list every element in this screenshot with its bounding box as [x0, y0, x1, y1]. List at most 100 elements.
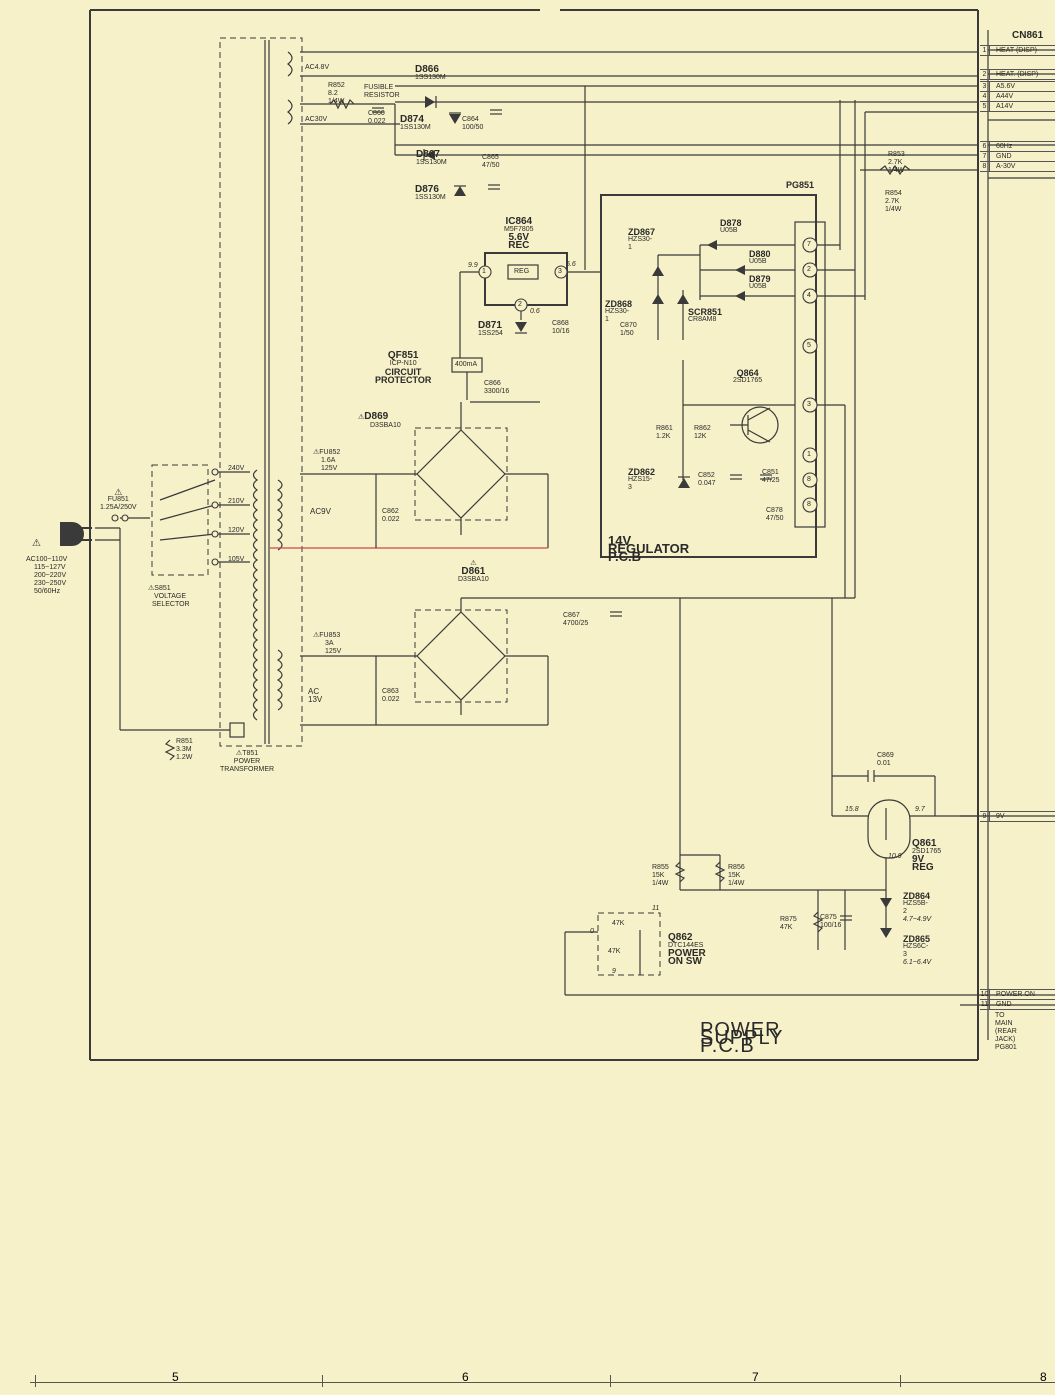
zd868-part: HZS30-1: [605, 308, 630, 323]
t851-name: POWER: [233, 758, 261, 765]
t851-name: TRANSFORMER: [220, 766, 275, 773]
fu852-value: 1.6A 125V: [321, 457, 338, 472]
scr851-label: SCR851 CR8AM8: [688, 308, 722, 324]
q864-label: Q864 2SD1765: [733, 369, 762, 385]
r853-label: R853 2.7K 1/4W: [888, 151, 905, 175]
voltage-line: 50/60Hz: [34, 588, 61, 595]
cn861-pin-number: 7: [980, 152, 990, 161]
mains-voltage-list: AC100~110V 115~127V 200~220V 230~250V 50…: [26, 556, 67, 596]
voltage-line: 230~250V: [34, 580, 67, 587]
ic864-label: IC864 M5F7805 5.6V REC: [504, 216, 534, 251]
c864-label: C864 100/50: [462, 116, 483, 132]
r856-label: R856 15K 1/4W: [728, 864, 745, 888]
qf851-name: CIRCUIT: [384, 367, 422, 377]
mains-plug-icon: [60, 522, 92, 546]
r851-value: 3.3M: [176, 746, 192, 753]
q861-vc: 15.8: [845, 806, 859, 813]
c878-label: C878 47/50: [766, 507, 784, 523]
q864-ref: Q864: [736, 368, 759, 378]
ic864-box-label: REG: [514, 268, 530, 275]
q861-function: 9V REG: [912, 854, 934, 873]
fusible-line: FUSIBLE: [364, 84, 394, 91]
ic864-vgnd: 0.6: [530, 308, 540, 315]
r861-ref: R861: [656, 425, 673, 432]
c875-label: C875 100/16: [820, 914, 841, 930]
r851-label: R851 3.3M 1.2W: [176, 738, 193, 762]
d869-label: ⚠D869 D3SBA10: [358, 412, 401, 430]
r862-ref: R862: [694, 425, 711, 432]
pg851-pin-8a: 8: [807, 476, 811, 483]
zd868-ref: ZD868: [605, 299, 633, 309]
ic864-pin-gnd: 2: [518, 301, 522, 308]
pg851-pin-4: 4: [807, 292, 811, 299]
c867-ref: C867: [563, 612, 580, 619]
c866-ref: C866: [484, 380, 501, 387]
c860-ref: C860: [368, 110, 385, 117]
pg851-pin-3: 3: [807, 401, 811, 408]
c869-value: 0.01: [877, 760, 891, 767]
d871-part: 1SS254: [478, 330, 503, 337]
tap-105v: 105V: [228, 556, 245, 563]
d869-bridge-box: [414, 427, 508, 521]
r875-value: 47K: [780, 924, 793, 931]
d866-ref: D866: [415, 64, 439, 75]
q862-part: DTC144ES: [668, 942, 704, 949]
fu853-ref: FU853: [319, 632, 341, 639]
d869-bridge-rectifier: [416, 429, 506, 519]
c865-value: 47/50: [482, 162, 500, 169]
note-line: TO: [995, 1012, 1005, 1019]
transformer-dashed-box: [219, 37, 303, 747]
d869-part: D3SBA10: [370, 422, 401, 429]
ic864-vout: 5.6: [566, 261, 576, 268]
voltage-line: 115~127V: [34, 564, 66, 571]
d866-part: 1SS130M: [415, 74, 446, 81]
c862-ref: C862: [382, 508, 399, 515]
c851-value: 47/25: [762, 477, 780, 484]
r861-label: R861 1.2K: [656, 425, 673, 441]
r851-ref: R851: [176, 738, 193, 745]
pg851-pin-2: 2: [807, 266, 811, 273]
cn861-pin-number: 1: [980, 46, 990, 55]
d874-part: 1SS130M: [400, 124, 431, 131]
warning-icon: ⚠: [235, 750, 243, 757]
cn861-title: CN861: [1012, 30, 1044, 41]
cn861-pin-number: 8: [980, 162, 990, 171]
r875-label: R875 47K: [780, 916, 797, 932]
qf851-label: QF851 ICP-N10 CIRCUIT PROTECTOR: [375, 351, 431, 385]
qf851-part: ICP-N10: [389, 360, 417, 367]
s851-name: SELECTOR: [152, 601, 190, 608]
tap-120v: 120V: [228, 527, 245, 534]
d867-ref: D867: [416, 149, 440, 160]
fu851-label: ⚠ FU851 1.25A/250V: [100, 488, 137, 512]
cn861-pin-number: 6: [980, 142, 990, 151]
r854-value: 2.7K: [885, 198, 900, 205]
q861-part: 2SD1765: [912, 848, 942, 855]
d867-label: D867 1SS130M: [416, 149, 447, 167]
c863-label: C863 0.022: [382, 688, 400, 704]
d866-label: D866 1SS130M: [415, 64, 446, 82]
voltage-selector-box: [151, 464, 209, 576]
pg851-pin-8b: 8: [807, 501, 811, 508]
d879-ref: D879: [749, 274, 771, 284]
d878-ref: D878: [720, 218, 742, 228]
ic864-ref: IC864: [505, 216, 533, 227]
q861-transistor: [867, 799, 911, 859]
cn861-pin-label: HEAT. (DISP): [996, 71, 1039, 78]
c870-ref: C870: [620, 322, 637, 329]
d880-part: U05B: [749, 258, 767, 265]
fu852-label: ⚠FU852 1.6A 125V: [313, 449, 340, 473]
r853-value: 2.7K 1/4W: [888, 159, 905, 174]
zd862-label: ZD862 HZS15-3: [628, 468, 655, 492]
tap-210v: 210V: [228, 498, 245, 505]
c852-label: C852 0.047: [698, 472, 716, 488]
c868-ref: C868: [552, 320, 569, 327]
q861-ref: Q861: [912, 838, 937, 849]
s851-label: ⚠S851 VOLTAGE SELECTOR: [148, 585, 190, 609]
primary-winding: [252, 469, 259, 721]
c868-label: C868 10/16: [552, 320, 570, 336]
d874-label: D874 1SS130M: [400, 115, 431, 132]
